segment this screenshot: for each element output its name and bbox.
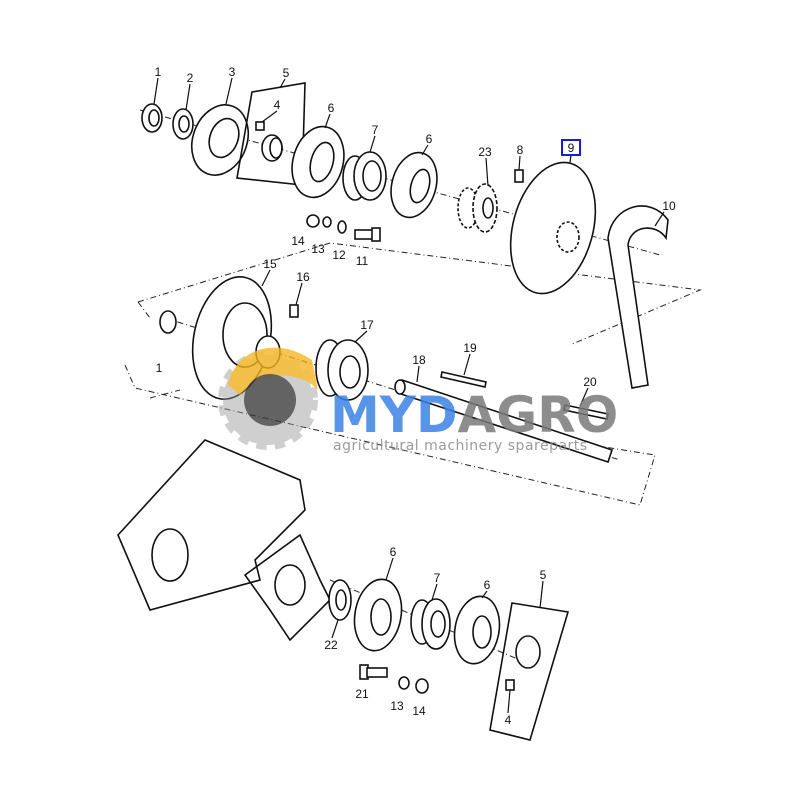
callout-6[interactable]: 6 <box>390 545 397 559</box>
callout-17[interactable]: 17 <box>360 318 374 332</box>
callout-6[interactable]: 6 <box>484 578 491 592</box>
callout-1[interactable]: 1 <box>155 65 162 79</box>
brand-myd: MYD <box>330 386 457 444</box>
callout-7[interactable]: 7 <box>372 123 379 137</box>
frame-bracket[interactable] <box>117 439 331 642</box>
part-22-washer[interactable] <box>328 579 352 621</box>
callout-5[interactable]: 5 <box>283 66 290 80</box>
highlight-box <box>561 139 581 156</box>
part-6-flange-top-b[interactable] <box>384 147 444 222</box>
part-6-flange-top-a[interactable] <box>285 121 352 203</box>
callout-19[interactable]: 19 <box>463 341 477 355</box>
callout-8[interactable]: 8 <box>517 143 524 157</box>
small-hardware-top[interactable] <box>306 214 381 242</box>
callout-16[interactable]: 16 <box>296 270 310 284</box>
callout-13[interactable]: 13 <box>311 242 325 256</box>
callout-4[interactable]: 4 <box>274 98 281 112</box>
part-16-grease-fitting[interactable] <box>289 304 299 318</box>
callout-14[interactable]: 14 <box>291 234 305 248</box>
part-8-grease-fitting[interactable] <box>514 169 524 183</box>
callout-3[interactable]: 3 <box>229 65 236 79</box>
callout-22[interactable]: 22 <box>324 638 338 652</box>
part-5-bearing-kit-bottom[interactable] <box>489 602 570 741</box>
part-labels: 1 2 3 5 4 6 7 6 23 8 9 10 14 13 12 11 15… <box>155 65 676 727</box>
callout-7[interactable]: 7 <box>434 571 441 585</box>
callout-1[interactable]: 1 <box>156 361 163 375</box>
small-hardware-bottom[interactable] <box>359 664 429 694</box>
part-6-flange-bottom-a[interactable] <box>349 576 407 655</box>
callout-14[interactable]: 14 <box>412 704 426 718</box>
callout-20[interactable]: 20 <box>583 375 597 389</box>
watermark: MYDAGRO agricultural machinery sparepart… <box>218 347 618 454</box>
part-19-key[interactable] <box>440 371 487 388</box>
callout-18[interactable]: 18 <box>412 353 426 367</box>
gear-logo-icon <box>218 347 318 450</box>
part-10-scraper-hook[interactable] <box>607 205 669 389</box>
callout-15[interactable]: 15 <box>263 257 277 271</box>
part-1-snap-ring[interactable] <box>141 103 163 133</box>
callout-21[interactable]: 21 <box>355 687 369 701</box>
callout-5[interactable]: 5 <box>540 568 547 582</box>
part-9-disc[interactable] <box>497 153 609 303</box>
part-7-bearing-bottom[interactable] <box>410 598 451 650</box>
brand-tagline: agricultural machinery spareparts <box>333 438 588 454</box>
part-18-shaft[interactable] <box>394 378 614 464</box>
part-20-key[interactable] <box>563 404 609 420</box>
part-1-snap-ring-mid[interactable] <box>159 310 177 334</box>
assembly-outline <box>124 242 702 506</box>
callout-9-highlighted[interactable]: 9 <box>568 141 575 155</box>
part-17-bearing-mid[interactable] <box>315 339 369 401</box>
callout-13[interactable]: 13 <box>390 699 404 713</box>
callout-6[interactable]: 6 <box>328 101 335 115</box>
brand-agro: AGRO <box>457 386 618 444</box>
svg-text:MYDAGRO: MYDAGRO <box>330 386 618 444</box>
leader-lines <box>153 77 665 714</box>
callout-10[interactable]: 10 <box>662 199 676 213</box>
callout-23[interactable]: 23 <box>478 145 492 159</box>
part-7-bearing-top[interactable] <box>342 151 387 201</box>
callout-12[interactable]: 12 <box>332 248 346 262</box>
part-3-flange[interactable] <box>182 97 257 183</box>
callout-6[interactable]: 6 <box>426 132 433 146</box>
part-6-flange-bottom-b[interactable] <box>449 593 504 668</box>
callout-2[interactable]: 2 <box>187 71 194 85</box>
part-2-washer[interactable] <box>172 108 194 140</box>
part-23-sprocket[interactable] <box>457 183 498 233</box>
callout-4[interactable]: 4 <box>505 713 512 727</box>
callout-11[interactable]: 11 <box>356 254 369 268</box>
